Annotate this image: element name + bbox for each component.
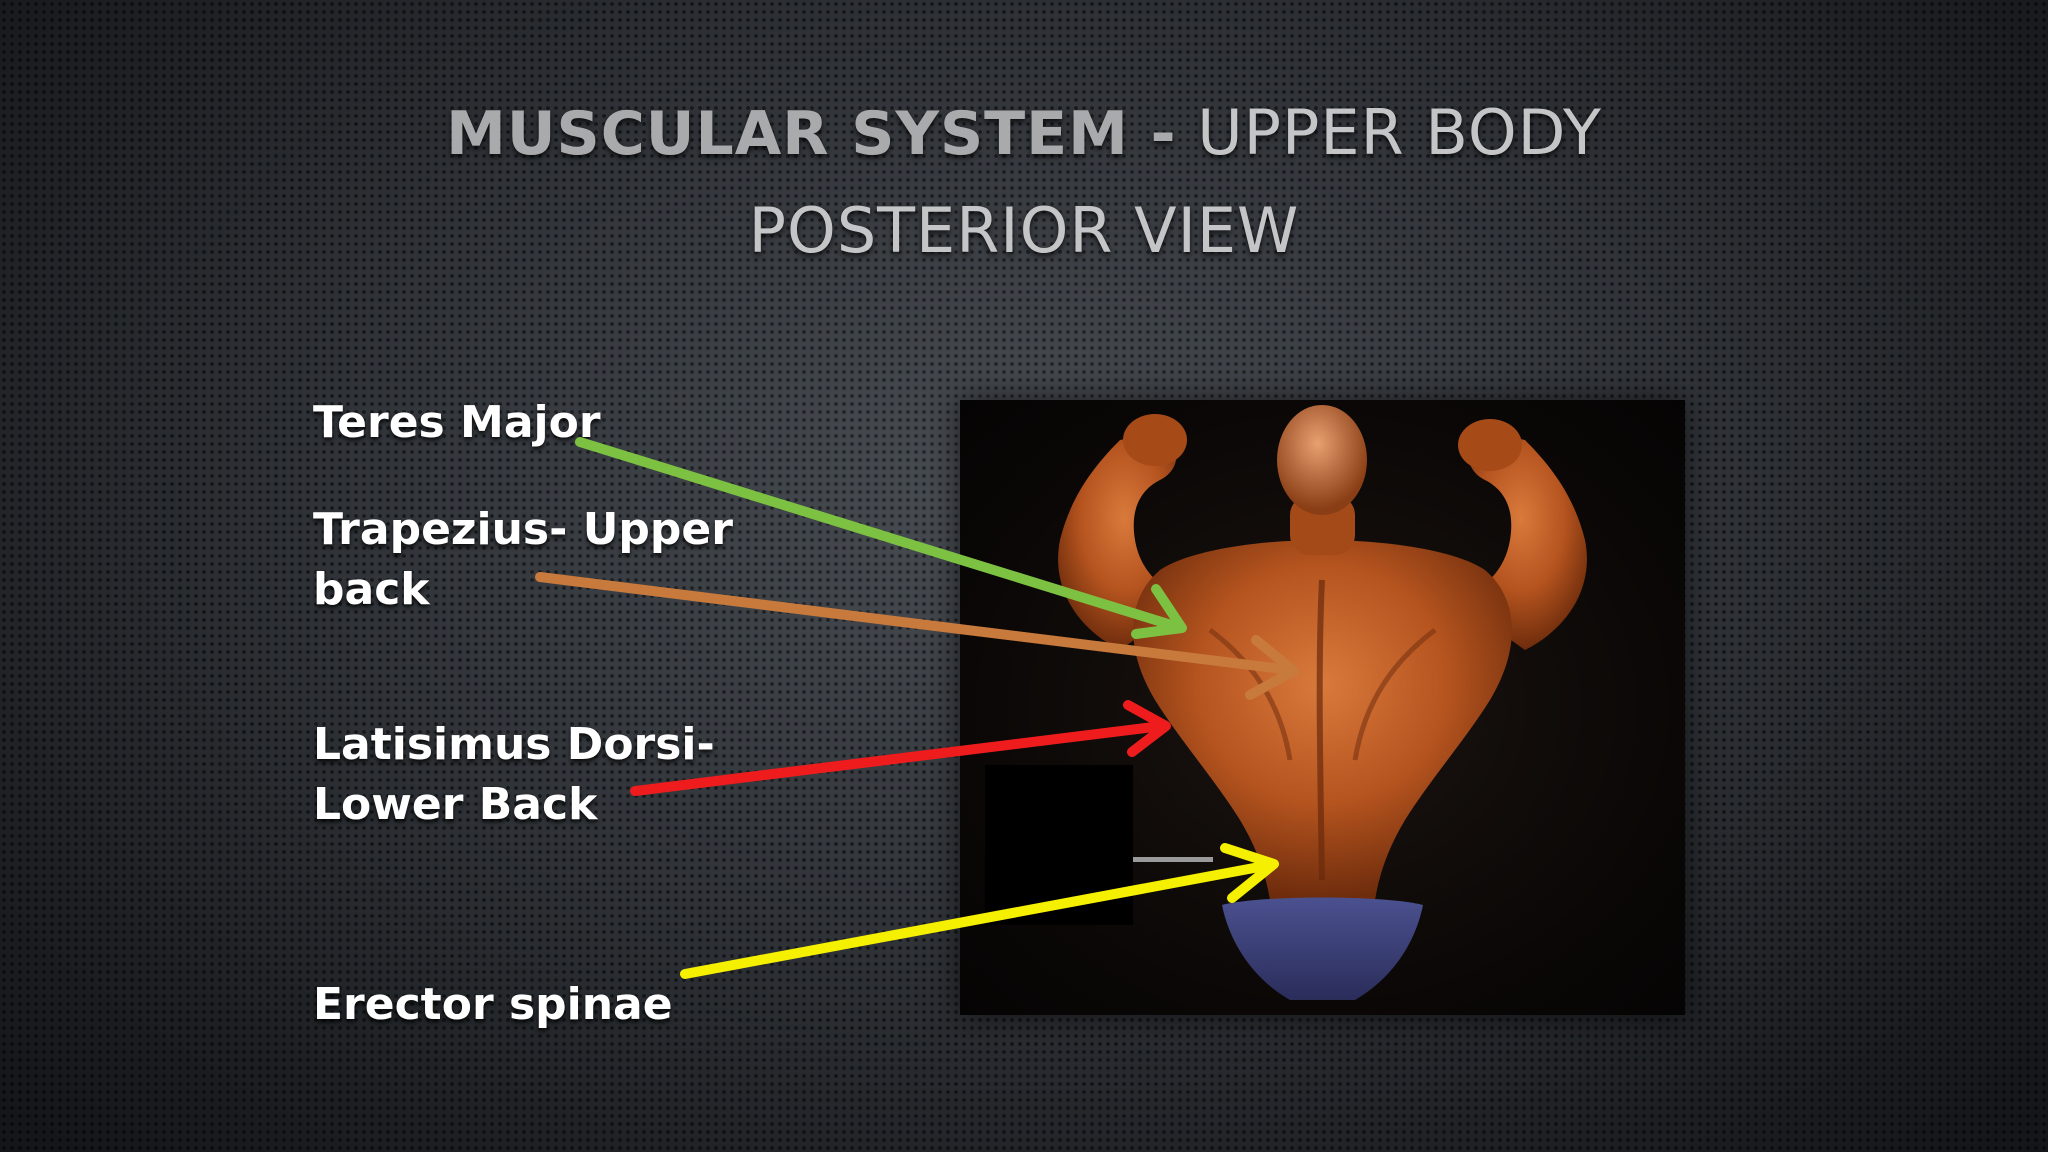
arrow-trapezius [540,577,1294,695]
arrow-latissimus [635,705,1166,791]
arrow-erector-spinae [685,848,1274,974]
arrow-teres-major [580,442,1182,634]
